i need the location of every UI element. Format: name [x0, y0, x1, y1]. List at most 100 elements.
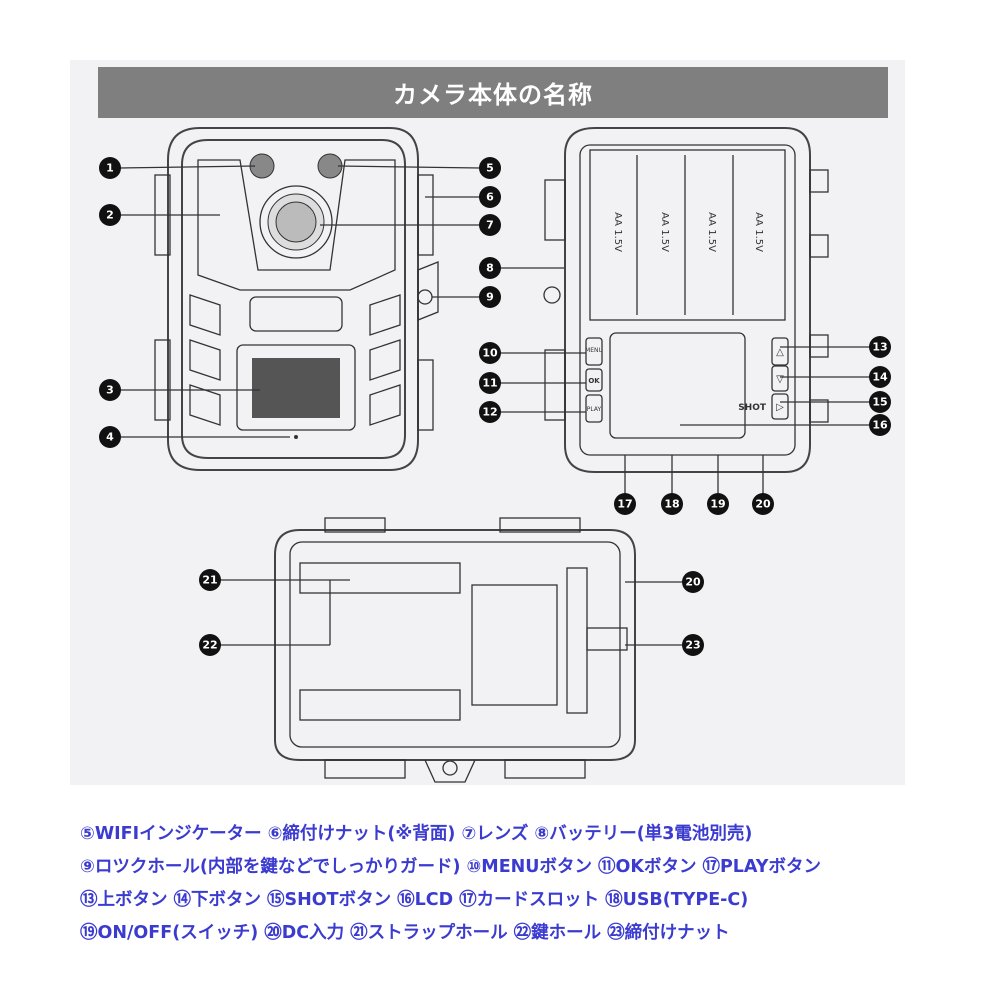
diagram-shape — [869, 414, 891, 436]
diagram-shape — [299, 689, 461, 721]
callout-9: 9 — [479, 286, 501, 308]
legend-item: ⑨ロツクホール(内部を鍵などでしっかりガード) — [80, 857, 461, 877]
diagram-shape: 2 — [106, 209, 114, 222]
diagram-shape — [249, 296, 343, 332]
diagram-shape: 14 — [872, 371, 888, 384]
legend-item: ⑥締付けナット(※背面) — [267, 824, 456, 844]
diagram-shape — [369, 339, 401, 381]
legend-item: ⑤WIFIインジケーター — [80, 824, 262, 844]
back-view: AA 1.5V AA 1.5V AA 1.5V AA 1.5V MENU OK … — [543, 127, 829, 473]
callout-12: 12 — [479, 401, 501, 423]
diagram-shape — [479, 257, 501, 279]
diagram-shape — [479, 214, 501, 236]
diagram-shape: 10 — [482, 347, 498, 360]
legend-item: ⑯LCD — [397, 890, 454, 910]
callout-16: 16 — [869, 414, 891, 436]
diagram-shape — [417, 289, 433, 305]
diagram-shape — [869, 391, 891, 413]
legend-item: ⑲ON/OFF(スイッチ) — [80, 923, 259, 943]
diagram-shape: 7 — [486, 219, 494, 232]
diagram-shape — [154, 339, 171, 421]
diagram-shape — [771, 393, 789, 420]
diagram-shape — [181, 139, 406, 459]
diagram-shape — [289, 541, 621, 748]
diagram-shape — [614, 493, 636, 515]
diagram-shape — [504, 759, 586, 779]
diagram-shape: 19 — [710, 498, 725, 511]
diagram-shape: 4 — [106, 431, 114, 444]
diagram-shape — [417, 359, 434, 431]
bottom-callout-lines — [220, 579, 685, 646]
diagram-shape — [236, 344, 356, 431]
callout-2: 2 — [99, 204, 121, 226]
legend-item: ⑬上ボタン — [80, 890, 168, 910]
diagram-shape — [189, 384, 221, 426]
diagram-shape — [682, 634, 704, 656]
diagram-shape — [479, 372, 501, 394]
diagram-shape — [564, 127, 811, 473]
shot-button-label: SHOT — [738, 403, 767, 413]
diagram-shape: 20 — [755, 498, 771, 511]
diagram-shape — [869, 366, 891, 388]
diagram-shape — [589, 149, 786, 321]
diagram-shape: 22 — [202, 639, 217, 652]
legend-item: ⑦レンズ — [461, 824, 529, 844]
diagram-shape — [119, 165, 256, 169]
diagram-shape: 12 — [482, 406, 497, 419]
diagram-shape — [417, 174, 434, 256]
diagram-shape — [479, 401, 501, 423]
diagram-shape — [609, 332, 746, 439]
diagram-shape — [99, 426, 121, 448]
legend-item: ⑰PLAYボタン — [702, 857, 821, 877]
callout-7: 7 — [479, 214, 501, 236]
callout-19: 19 — [707, 493, 729, 515]
callout-22: 22 — [199, 634, 221, 656]
diagram-shape: ▷ — [776, 402, 784, 413]
diagram-shape — [189, 294, 221, 336]
legend-item: ⑭下ボタン — [173, 890, 262, 910]
diagram-shape — [809, 169, 829, 193]
legend-item: ⑩MENUボタン — [466, 857, 593, 877]
legend-item: ⑧バッテリー(単3電池別売) — [534, 824, 753, 844]
diagram-shape: 17 — [617, 498, 632, 511]
diagram-shape — [682, 571, 704, 593]
diagram-shape — [585, 337, 603, 366]
back-callout-lines — [500, 346, 870, 495]
callout-3: 3 — [99, 379, 121, 401]
diagram-shape — [99, 379, 121, 401]
diagram-shape: AA 1.5V — [659, 212, 670, 252]
diagram-shape: 15 — [872, 396, 887, 409]
callout-18: 18 — [661, 493, 683, 515]
diagram-shape: 3 — [106, 384, 114, 397]
diagram-shape — [252, 358, 340, 418]
diagram-shape — [771, 365, 789, 392]
play-button-label: PLAY — [587, 406, 602, 413]
diagram-shape: 16 — [872, 419, 888, 432]
diagram-shape — [259, 185, 333, 259]
diagram-shape: 13 — [872, 341, 887, 354]
diagram-shape — [809, 334, 829, 358]
diagram-shape — [771, 337, 789, 366]
page-title: カメラ本体の名称 — [98, 67, 888, 118]
diagram-shape — [543, 149, 829, 439]
legend-item: ⑰カードスロット — [459, 890, 600, 910]
diagram-shape: AA 1.5V — [706, 212, 717, 252]
diagram-shape — [197, 159, 396, 291]
diagram-shape — [586, 627, 628, 651]
diagram-shape — [442, 760, 458, 776]
menu-button-label: MENU — [585, 347, 603, 354]
diagram-shape — [585, 368, 603, 392]
callout-4: 4 — [99, 426, 121, 448]
diagram-shape — [189, 339, 221, 381]
callout-20: 20 — [752, 493, 774, 515]
callout-15: 15 — [869, 391, 891, 413]
diagram-shape: 23 — [685, 639, 700, 652]
diagram-shape: 9 — [486, 291, 494, 304]
diagram-shape: 6 — [486, 191, 494, 204]
diagram-shape — [424, 759, 476, 783]
callouts: 1 2 3 4 5 6 7 8 9 10 11 12 13 14 15 16 1… — [99, 157, 891, 656]
